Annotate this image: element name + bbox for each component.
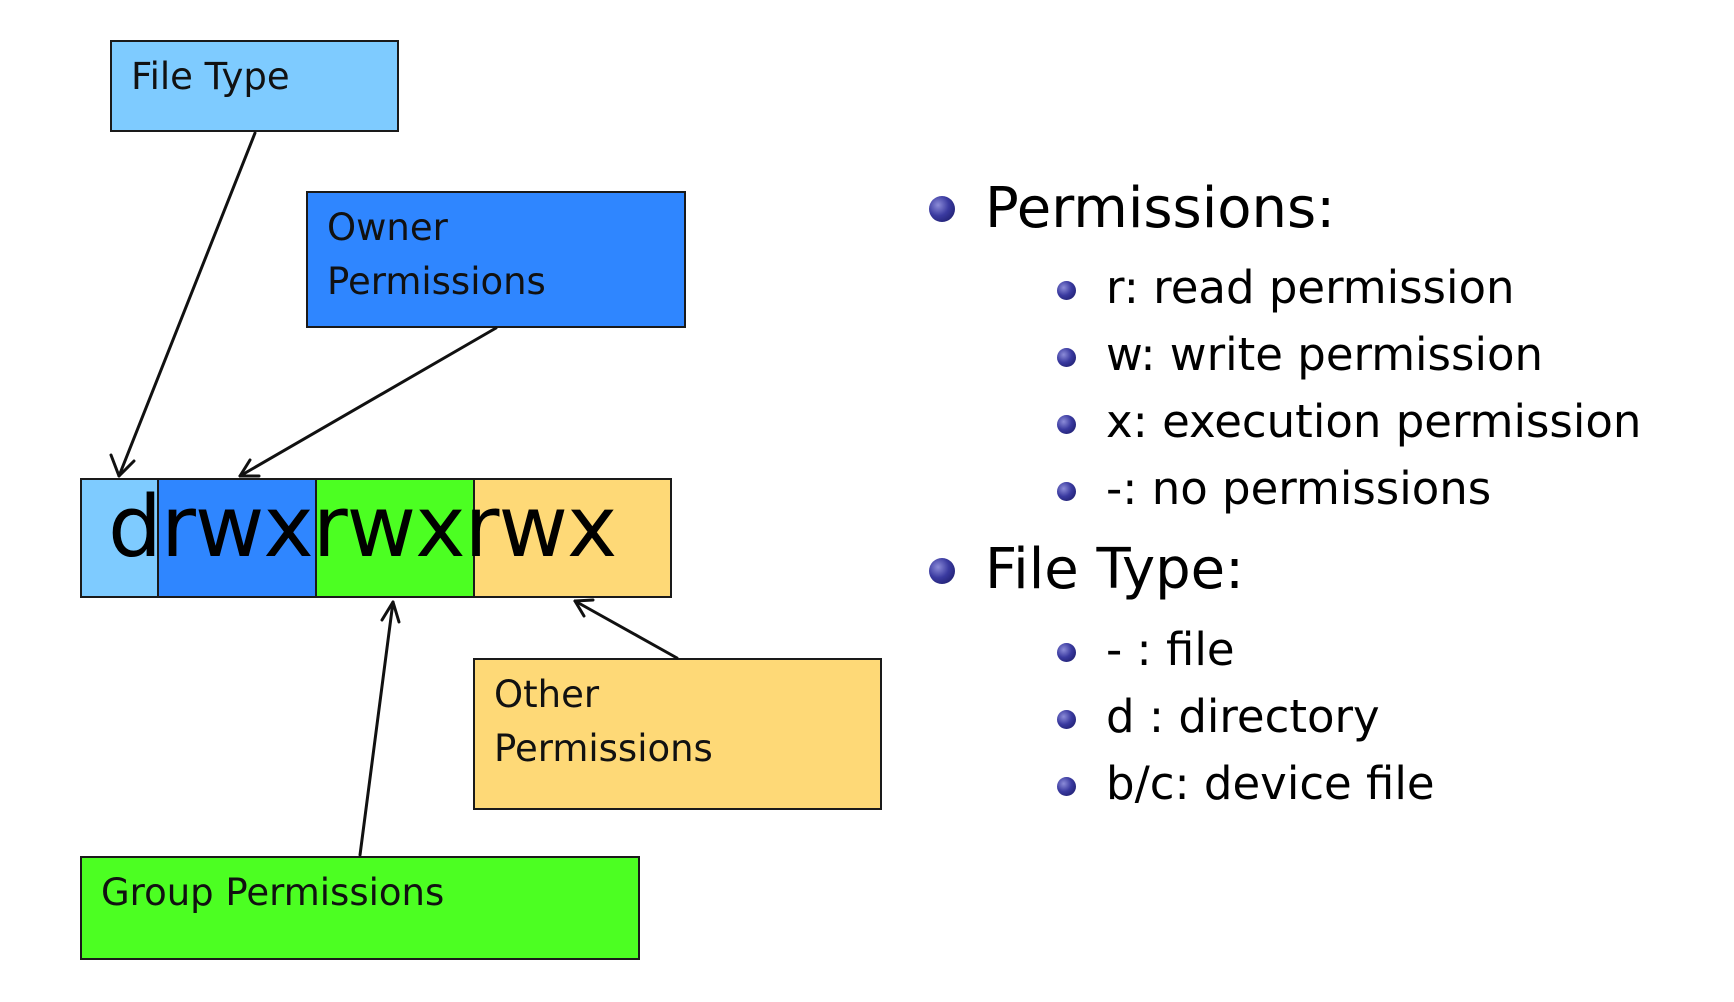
owner-permissions-segment xyxy=(157,478,315,598)
file-type-segment xyxy=(80,478,157,598)
other-permissions-segment xyxy=(473,478,672,598)
owner-permissions-arrow xyxy=(238,326,498,478)
permission-string: drwxrwxrwx xyxy=(108,478,617,577)
group-permissions-segment xyxy=(315,478,473,598)
file-type-arrow xyxy=(109,131,257,478)
file-type-label: File Type xyxy=(131,55,290,98)
other-permissions-arrow xyxy=(573,598,679,660)
group-permissions-arrow xyxy=(358,600,401,857)
group-permissions-label-box: Group Permissions xyxy=(80,856,640,960)
file-type-label-box: File Type xyxy=(110,40,399,132)
group-permissions-label: Group Permissions xyxy=(101,871,445,914)
